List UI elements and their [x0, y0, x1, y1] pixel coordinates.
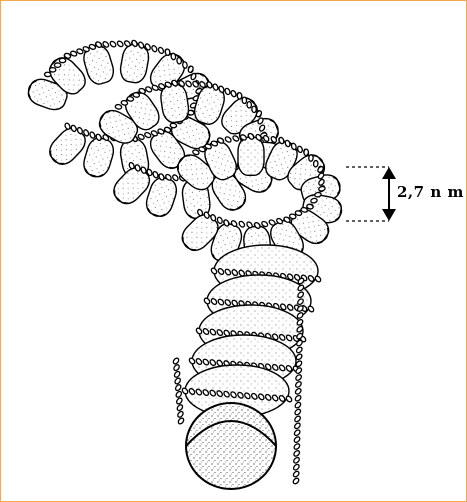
- nucleosome: [238, 136, 264, 175]
- fiber-end-cross-section: [186, 403, 276, 489]
- measurement-label: 2,7 n m: [397, 183, 464, 201]
- chromatin-fiber: [24, 40, 343, 485]
- dimension-marker: [346, 167, 396, 221]
- nucleosome: [44, 123, 90, 169]
- nucleosome: [80, 135, 116, 180]
